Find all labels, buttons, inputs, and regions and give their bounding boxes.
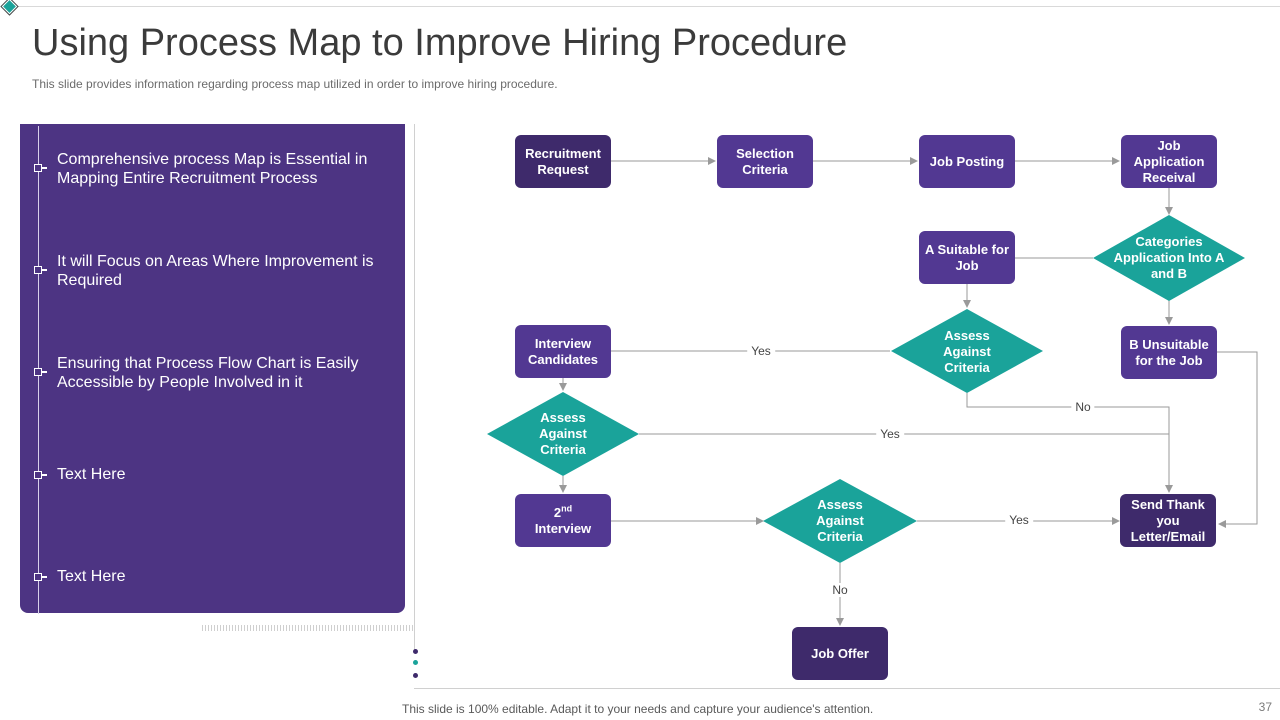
bullet-marker-icon <box>34 471 42 479</box>
dot-icon <box>413 649 418 654</box>
page-number: 37 <box>1258 700 1272 714</box>
edge-label-yes-1: Yes <box>747 344 775 358</box>
diamond-assess-3 <box>763 479 917 563</box>
edge-label-yes-3: Yes <box>1005 513 1033 527</box>
bullet-panel <box>20 124 405 613</box>
bullet-tick <box>42 576 47 578</box>
footer-note: This slide is 100% editable. Adapt it to… <box>402 702 874 716</box>
bullet-marker-icon <box>34 266 42 274</box>
bullet-marker-icon <box>34 368 42 376</box>
top-rule <box>10 6 1280 7</box>
diamond-categories <box>1093 215 1245 301</box>
node-job-posting: Job Posting <box>919 135 1015 188</box>
edge-assess-1-no-to-thankyou <box>966 393 1173 493</box>
node-selection-criteria: Selection Criteria <box>717 135 813 188</box>
node-second-interview: 2nd Interview <box>515 494 611 547</box>
frame-right-rule <box>414 124 415 650</box>
diamond-assess-1 <box>891 309 1043 393</box>
node-interview-candidates: Interview Candidates <box>515 325 611 378</box>
bullet-text-3: Ensuring that Process Flow Chart is Easi… <box>57 355 359 391</box>
bullet-text-5: Text Here <box>57 568 126 585</box>
edge-unsuitable-to-thankyou <box>1217 351 1258 528</box>
bullet-marker-icon <box>34 573 42 581</box>
node-job-application-receival: Job Application Receival <box>1121 135 1217 188</box>
diamond-assess-1-label: Assess Against Criteria <box>943 328 991 375</box>
diamond-assess-2-label: Assess Against Criteria <box>539 410 587 457</box>
node-a-suitable-for-job: A Suitable for Job <box>919 231 1015 284</box>
diamond-categories-label: Categories Application Into A and B <box>1113 234 1225 281</box>
second-interview-label: Interview <box>534 520 592 536</box>
dot-icon <box>413 660 418 665</box>
bullet-tick <box>42 474 47 476</box>
edge-label-no-1: No <box>1071 400 1095 414</box>
node-job-offer: Job Offer <box>792 627 888 680</box>
bullet-tick <box>42 371 47 373</box>
diamond-assess-2 <box>487 392 639 476</box>
slide-subtitle: This slide provides information regardin… <box>32 77 558 91</box>
edge-label-no-2: No <box>828 583 852 597</box>
edge-label-yes-2: Yes <box>876 427 904 441</box>
bullet-marker-icon <box>34 164 42 172</box>
bullet-text-2: It will Focus on Areas Where Improvement… <box>57 253 374 289</box>
decorative-hatch <box>202 625 414 631</box>
bullet-tick <box>42 269 47 271</box>
slide-title: Using Process Map to Improve Hiring Proc… <box>32 22 848 64</box>
node-send-thank-you: Send Thank you Letter/Email <box>1120 494 1216 547</box>
frame-bottom-rule <box>414 688 1280 689</box>
bullet-text-1: Comprehensive process Map is Essential i… <box>57 151 368 187</box>
dot-icon <box>413 673 418 678</box>
diamond-assess-3-label: Assess Against Criteria <box>816 497 864 544</box>
bullet-text-4: Text Here <box>57 466 126 483</box>
node-b-unsuitable: B Unsuitable for the Job <box>1121 326 1217 379</box>
bullet-tick <box>42 167 47 169</box>
second-interview-ordinal: 2nd <box>553 503 573 520</box>
node-recruitment-request: Recruitment Request <box>515 135 611 188</box>
